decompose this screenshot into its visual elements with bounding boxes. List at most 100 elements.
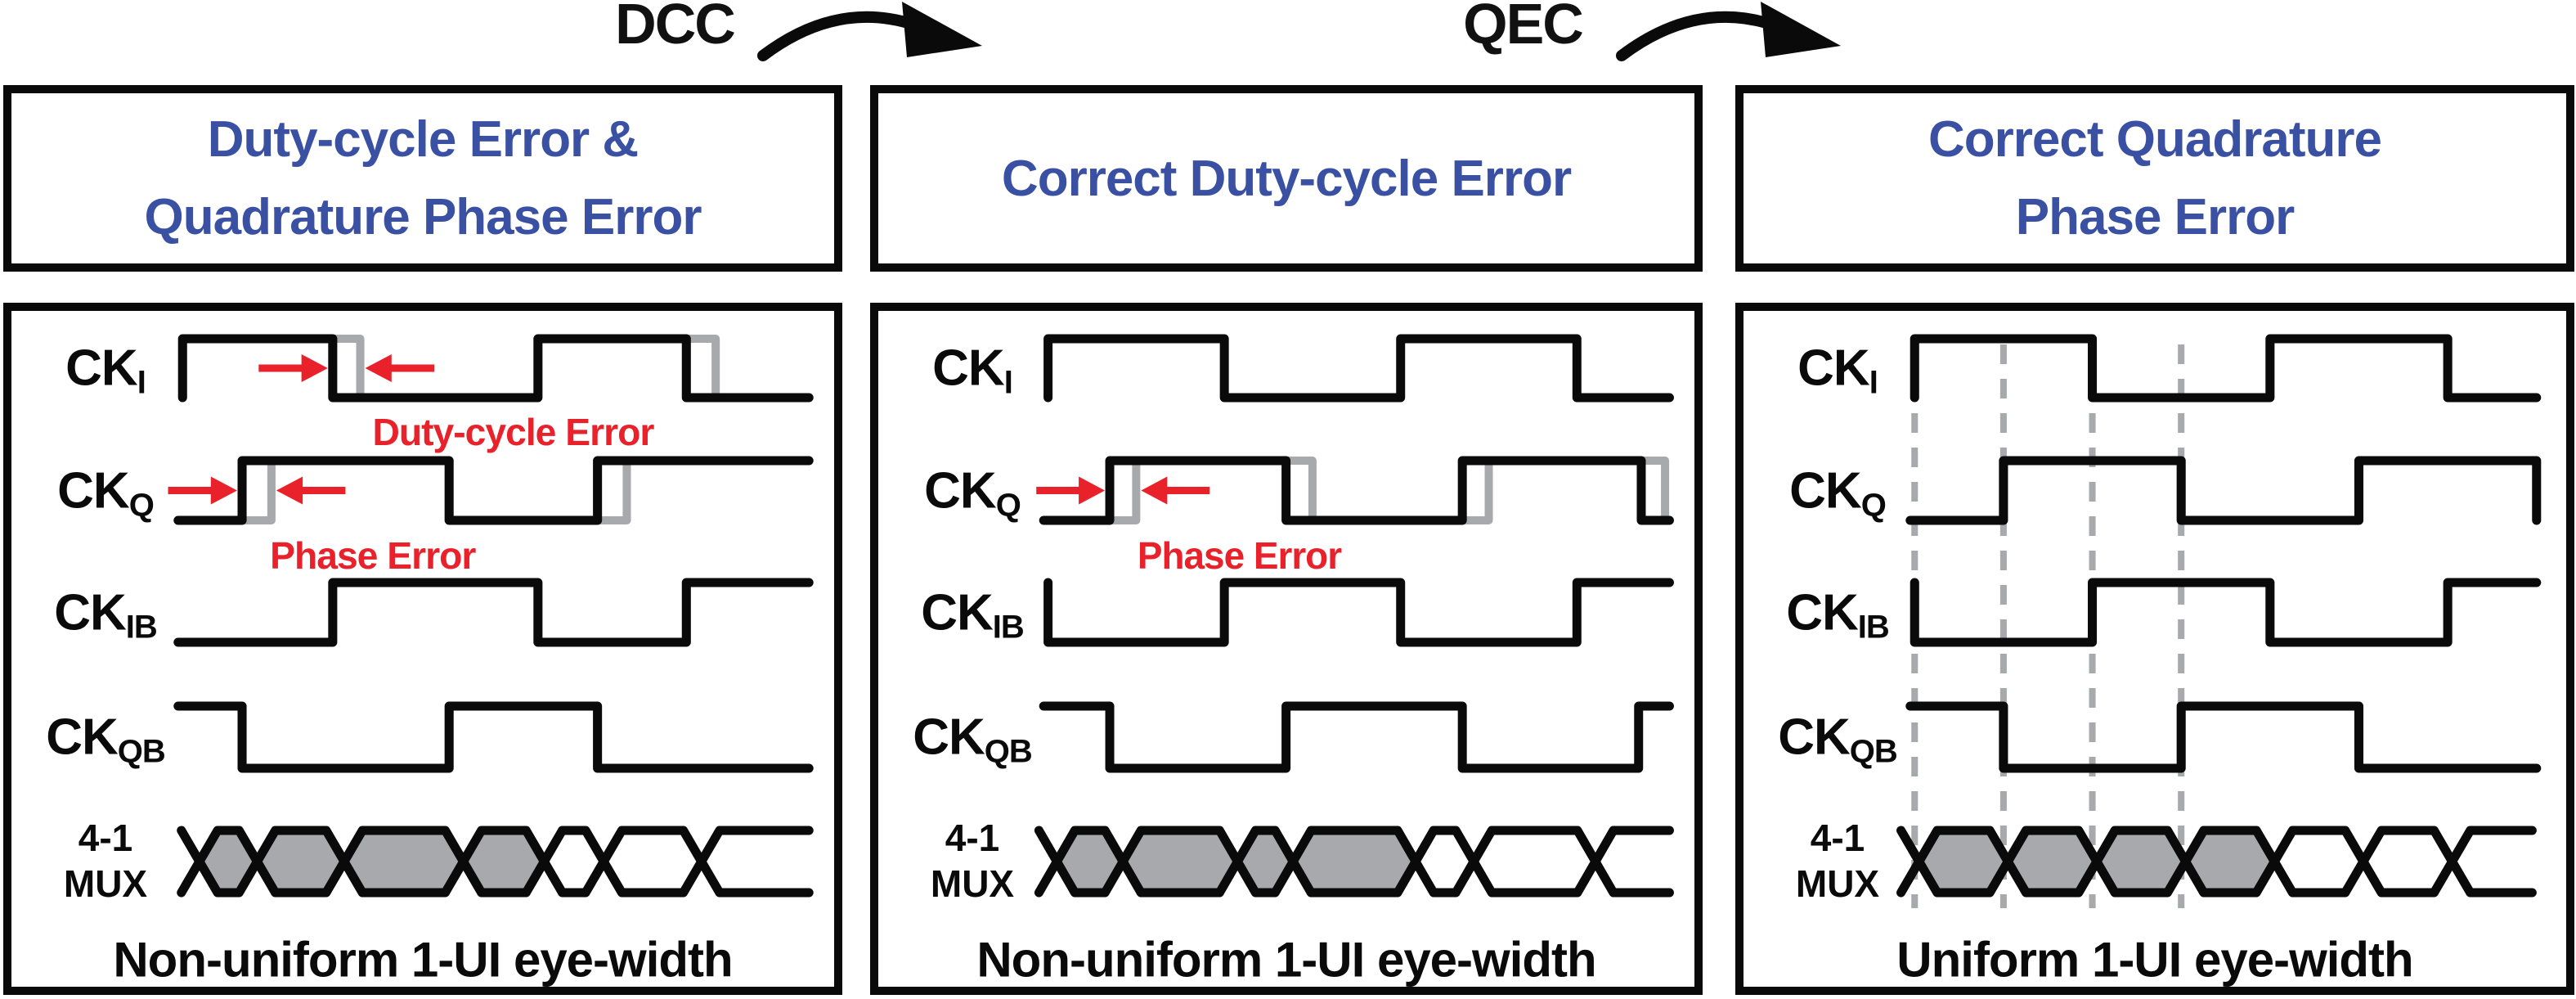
ghost-edge-ckq	[1281, 457, 1317, 524]
eye-fill	[1919, 830, 2008, 893]
eye-fill	[257, 830, 344, 893]
red-arrow-head-left	[276, 476, 303, 505]
qec-curved-arrow-icon	[1616, 2, 1841, 61]
wave-ckib	[1910, 578, 2542, 647]
signal-label-ckqb: CKQB	[913, 709, 1033, 770]
ck-subscript: Q	[1860, 487, 1887, 524]
ck-subscript: QB	[984, 733, 1033, 770]
dcc-step-label: DCC	[615, 0, 736, 56]
signal-label-ckib: CKIB	[54, 584, 158, 646]
red-arrow-head-right	[301, 354, 328, 382]
red-arrow-head-right	[1079, 476, 1106, 505]
ghost-edge-ckq	[593, 457, 631, 524]
mux-label-line1: 4-1	[78, 817, 133, 859]
signal-label-cki: CKI	[1797, 340, 1878, 401]
waveform-canvas-2: Phase Error	[1034, 334, 1674, 898]
wave-ckqb	[173, 701, 814, 773]
signal-label-ckqb: CKQB	[46, 709, 166, 770]
ghost-edge-ckq	[1636, 457, 1670, 524]
red-arrow-head-left	[1141, 476, 1168, 505]
ck-subscript: QB	[117, 733, 166, 770]
signal-label-cki: CKI	[932, 340, 1013, 401]
eye-rail-b	[1034, 826, 1674, 898]
annotation-duty-cycle-error: Duty-cycle Error	[372, 411, 654, 453]
eye-fill	[1057, 830, 1124, 893]
eye-fill	[463, 830, 545, 893]
wave-ckqb	[1905, 701, 2542, 773]
wave-ckq	[1039, 456, 1674, 525]
dcc-curved-arrow-icon	[757, 2, 982, 61]
eye-rail-a	[1896, 826, 2537, 898]
ck-text: CK	[924, 462, 997, 520]
signal-label-ckib: CKIB	[1786, 584, 1890, 646]
ck-text: CK	[46, 709, 119, 766]
eye-fill	[2008, 830, 2097, 893]
eye-rail-b	[1896, 826, 2537, 898]
ghost-edge-ckq	[1458, 457, 1493, 524]
wave-ckq	[173, 456, 814, 525]
wave-cki	[1043, 334, 1674, 403]
annotation-phase-error: Phase Error	[1138, 534, 1342, 577]
eye-rail-b	[177, 826, 814, 898]
ghost-edge-cki	[682, 335, 720, 402]
eye-fill	[343, 830, 464, 893]
ck-subscript: IB	[1857, 609, 1890, 646]
ck-subscript: IB	[992, 609, 1025, 646]
red-arrow-head-left	[365, 354, 392, 382]
ck-subscript: IB	[125, 609, 158, 646]
title-box-correct-duty-cycle: Correct Duty-cycle Error	[870, 85, 1703, 272]
signal-label-cki: CKI	[65, 340, 146, 401]
signal-label-ckq: CKQ	[57, 462, 155, 524]
annotation-phase-error: Phase Error	[270, 534, 476, 577]
ghost-edge-ckq	[238, 457, 276, 524]
ck-subscript: I	[137, 364, 146, 401]
ck-subscript: Q	[995, 487, 1021, 524]
eye-width-caption-2: Non-uniform 1-UI eye-width	[976, 932, 1596, 988]
waveform-canvas-3	[1896, 334, 2542, 908]
mux-label-line2: MUX	[930, 862, 1015, 905]
ghost-edge-cki	[328, 335, 365, 402]
eye-width-caption-1: Non-uniform 1-UI eye-width	[113, 932, 733, 988]
signal-label-ckib: CKIB	[921, 584, 1025, 646]
wave-cki	[177, 334, 814, 403]
title-box-errors: Duty-cycle Error & Quadrature Phase Erro…	[3, 85, 842, 272]
ck-subscript: QB	[1849, 733, 1898, 770]
ck-text: CK	[913, 709, 985, 766]
ghost-edge-ckq	[1106, 457, 1141, 524]
mux-label-line2: MUX	[1795, 862, 1880, 905]
signal-label-ckq: CKQ	[924, 462, 1021, 524]
ck-subscript: Q	[128, 487, 155, 524]
mux-label-line2: MUX	[63, 862, 148, 905]
wave-ckq	[1905, 456, 2542, 525]
mux-label-line1: 4-1	[1810, 817, 1865, 859]
eye-width-caption-3: Uniform 1-UI eye-width	[1896, 932, 2413, 988]
ck-text: CK	[1778, 709, 1851, 766]
red-arrow-head-right	[210, 476, 238, 505]
wave-cki	[1910, 334, 2542, 403]
ck-text: CK	[54, 584, 127, 641]
panel1-title-line2: Quadrature Phase Error	[144, 189, 702, 245]
qec-step-label: QEC	[1463, 0, 1584, 56]
panel3-title-line1: Correct Quadrature	[1928, 111, 2382, 168]
panel2-title-line1: Correct Duty-cycle Error	[1001, 150, 1572, 207]
wave-ckib	[173, 578, 814, 647]
panel3-title-line2: Phase Error	[2015, 189, 2296, 245]
signal-label-ckqb: CKQB	[1778, 709, 1898, 770]
ck-subscript: I	[1003, 364, 1013, 401]
ck-text: CK	[1797, 340, 1870, 397]
eye-fill	[1293, 830, 1416, 893]
wave-ckib	[1043, 578, 1674, 647]
wave-ckqb	[1039, 701, 1674, 773]
ck-text: CK	[57, 462, 130, 520]
ck-text: CK	[1786, 584, 1859, 641]
title-box-correct-quadrature: Correct Quadrature Phase Error	[1735, 85, 2574, 272]
eye-fill	[2096, 830, 2186, 893]
eye-rail-a	[177, 826, 814, 898]
